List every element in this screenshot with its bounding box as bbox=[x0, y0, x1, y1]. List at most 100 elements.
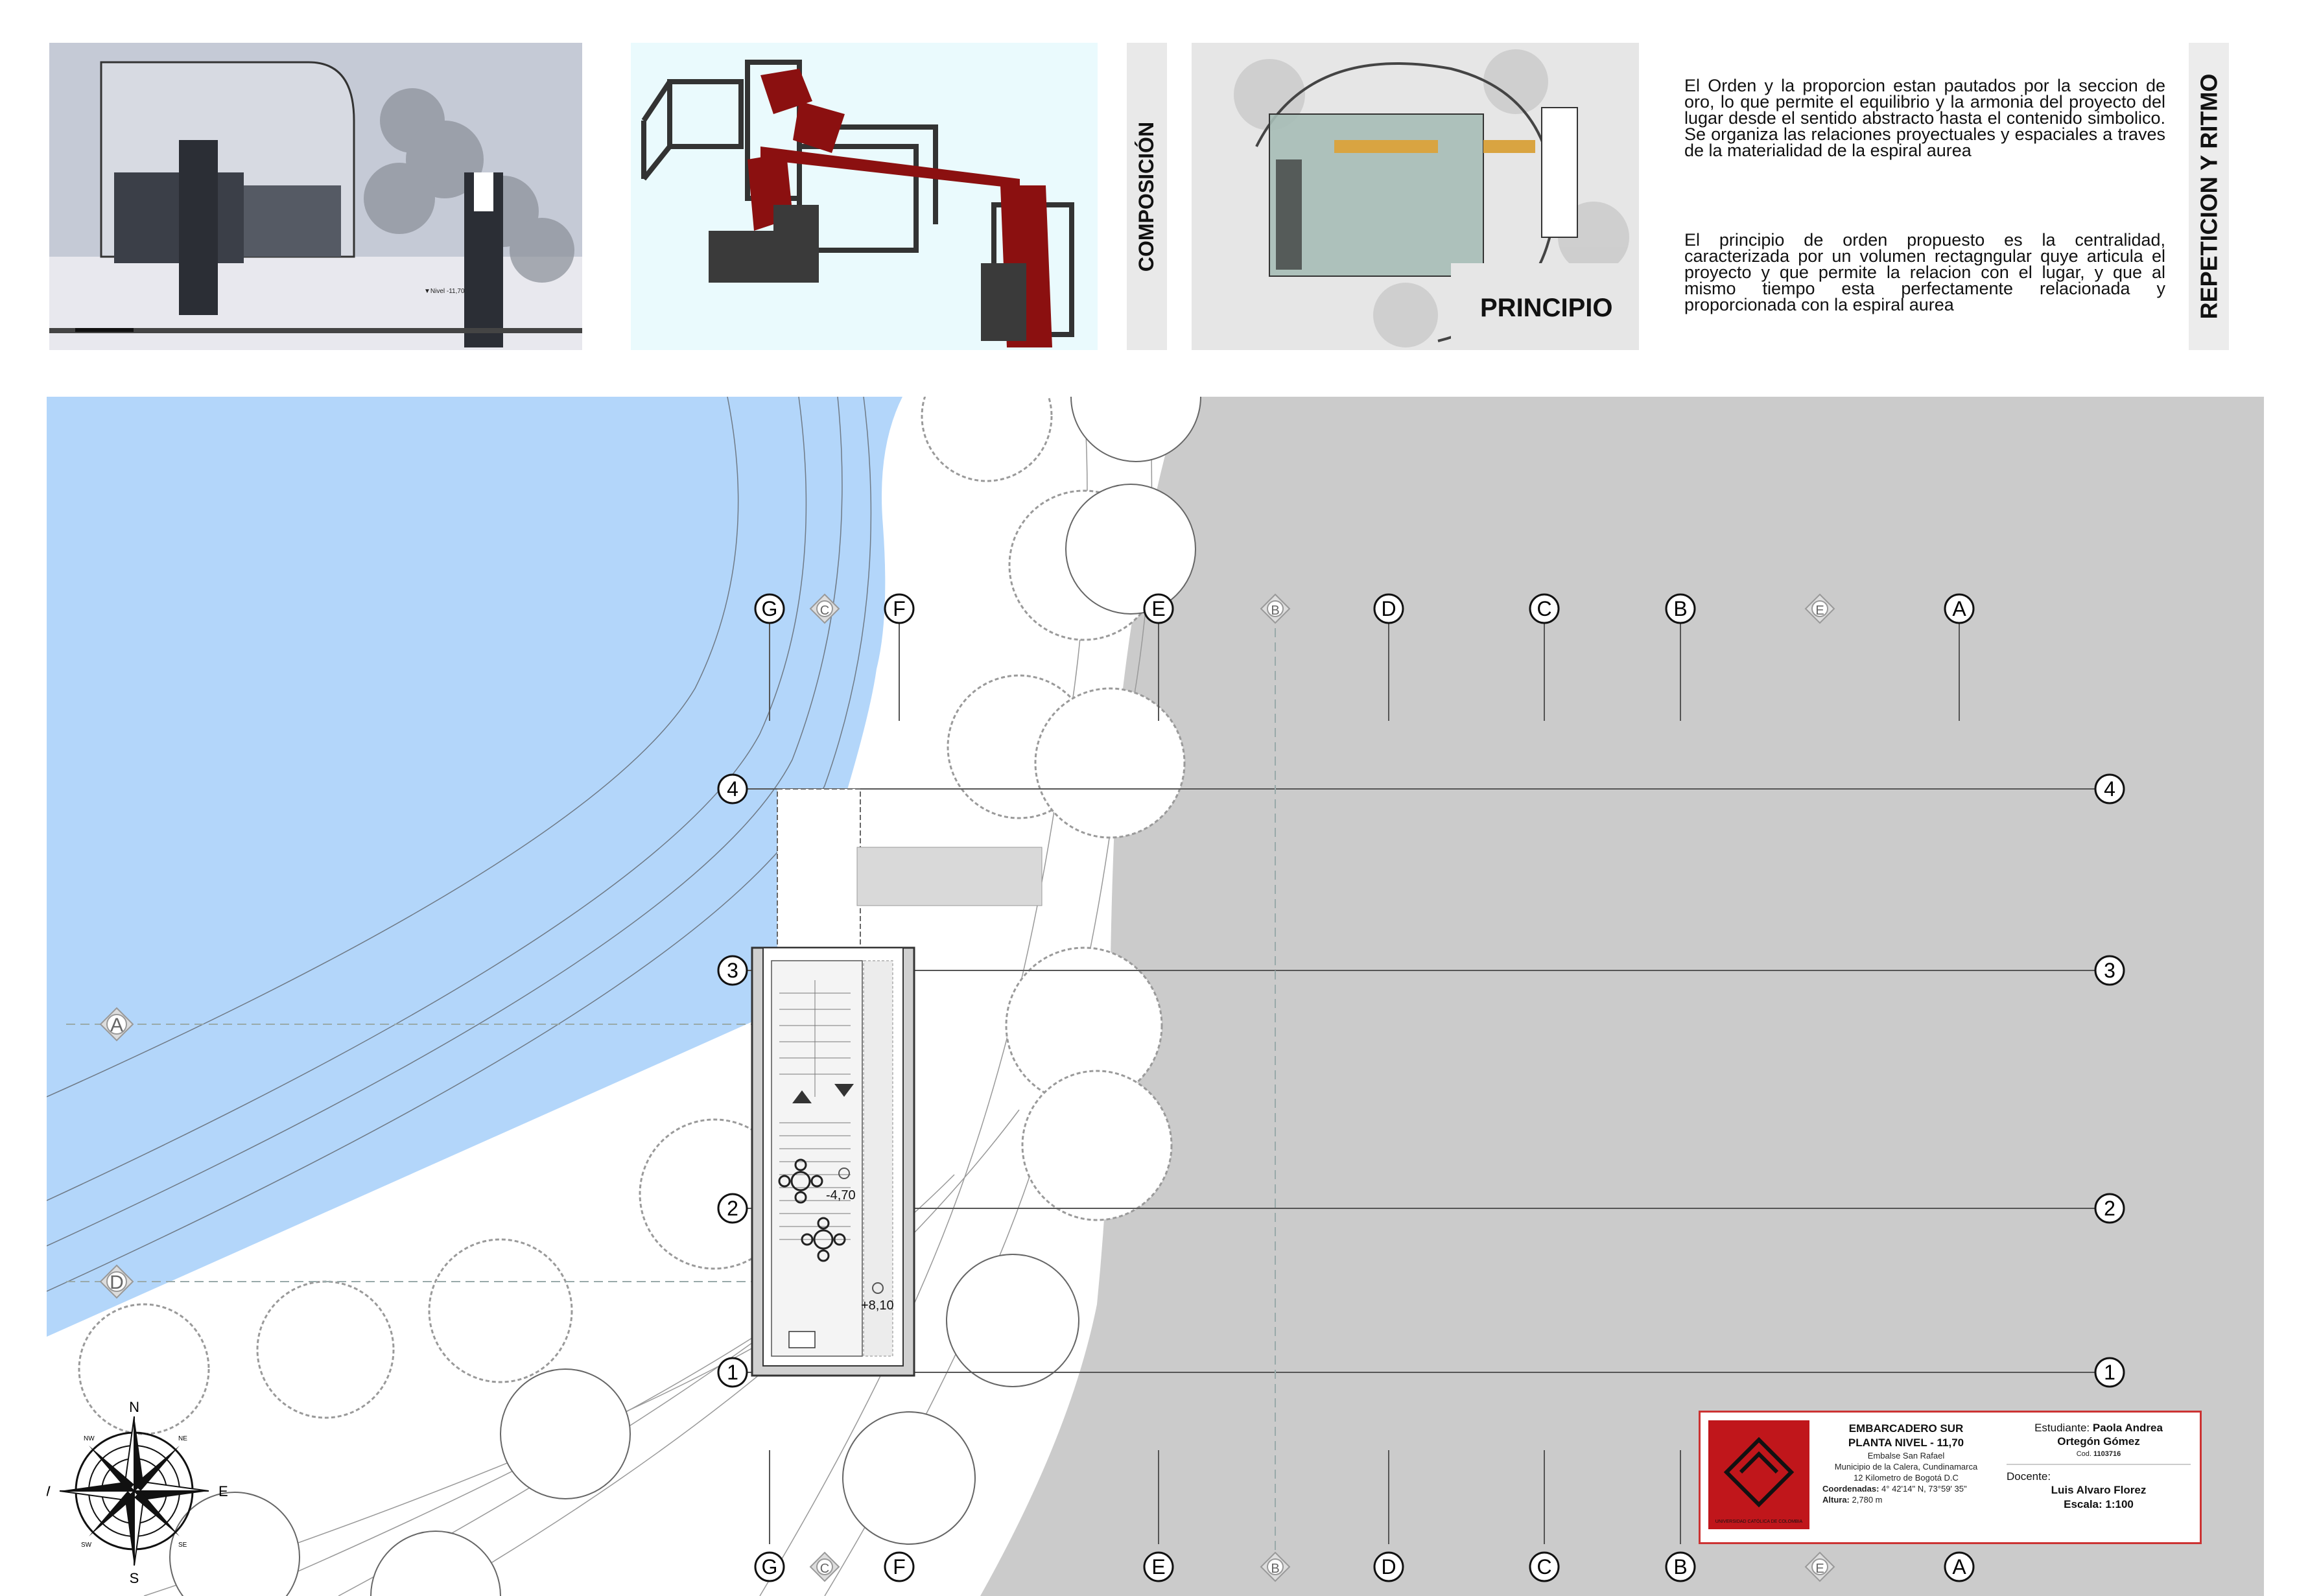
svg-text:3: 3 bbox=[2104, 959, 2115, 982]
terrain-area bbox=[980, 397, 2264, 1596]
svg-text:E: E bbox=[1815, 604, 1824, 618]
axonometric-image bbox=[631, 43, 1098, 350]
svg-text:UNIVERSIDAD CATÓLICA DE COLOMB: UNIVERSIDAD CATÓLICA DE COLOMBIA bbox=[1715, 1518, 1803, 1524]
column-marker-c-diamond-bottom: C bbox=[809, 1551, 840, 1582]
altitude-label: Altura: bbox=[1822, 1495, 1850, 1505]
svg-text:B: B bbox=[1271, 1562, 1279, 1576]
column-marker-c-top: C bbox=[1529, 593, 1560, 624]
svg-text:A: A bbox=[1952, 597, 1966, 620]
row-marker-4-right: 4 bbox=[2094, 773, 2125, 804]
column-marker-e-diamond-top: E bbox=[1804, 593, 1835, 624]
column-marker-c-bottom: C bbox=[1529, 1551, 1560, 1582]
scale: Escala: 1:100 bbox=[2064, 1498, 2134, 1510]
code-label: Cod. bbox=[2076, 1450, 2091, 1458]
svg-text:A: A bbox=[110, 1015, 123, 1036]
paragraph-golden-ratio: El Orden y la proporcion estan pautados … bbox=[1684, 76, 2165, 160]
principle-image: PRINCIPIO bbox=[1192, 43, 1639, 350]
student-code: Cod. 1103716 bbox=[2007, 1449, 2191, 1460]
column-markers-bottom: G C F E B D C B E A bbox=[754, 1551, 1975, 1582]
column-marker-g-bottom: G bbox=[754, 1551, 785, 1582]
student-name-2: Ortegón Gómez bbox=[2057, 1435, 2140, 1448]
column-marker-a-top: A bbox=[1944, 593, 1975, 624]
svg-text:3: 3 bbox=[727, 959, 738, 982]
svg-text:4: 4 bbox=[727, 777, 738, 801]
svg-text:B: B bbox=[1271, 604, 1279, 618]
svg-text:C: C bbox=[820, 1562, 829, 1576]
column-marker-f-bottom: F bbox=[884, 1551, 915, 1582]
svg-text:E: E bbox=[1151, 1555, 1165, 1578]
level-label-lower: -4,70 bbox=[826, 1188, 856, 1203]
university-logo-icon: UNIVERSIDAD CATÓLICA DE COLOMBIA bbox=[1715, 1437, 1803, 1524]
svg-text:A: A bbox=[1952, 1555, 1966, 1578]
svg-text:C: C bbox=[820, 604, 829, 618]
title-block: UNIVERSIDAD CATÓLICA DE COLOMBIA EMBARCA… bbox=[1699, 1411, 2202, 1544]
row-markers: 4 4 3 3 2 2 1 1 bbox=[717, 773, 2125, 1388]
svg-text:SW: SW bbox=[81, 1542, 92, 1549]
svg-text:E: E bbox=[218, 1483, 228, 1499]
svg-text:B: B bbox=[1673, 597, 1687, 620]
location-line-2: Municipio de la Calera, Cundinamarca bbox=[1834, 1462, 1978, 1472]
side-marker-d: D bbox=[99, 1264, 134, 1299]
column-marker-e-bottom: E bbox=[1143, 1551, 1174, 1582]
author-info: Estudiante: Paola Andrea Ortegón Gómez C… bbox=[2007, 1422, 2191, 1533]
svg-text:2: 2 bbox=[2104, 1197, 2115, 1220]
column-marker-d-bottom: D bbox=[1373, 1551, 1404, 1582]
principle-panel: PRINCIPIO bbox=[1192, 43, 1639, 350]
altitude-value: 2,780 m bbox=[1852, 1495, 1883, 1505]
svg-text:NW: NW bbox=[84, 1435, 95, 1442]
svg-text:G: G bbox=[762, 597, 778, 620]
svg-text:C: C bbox=[1537, 1555, 1551, 1578]
location-line-3: 12 Kilometro de Bogotá D.C bbox=[1854, 1473, 1959, 1483]
building-plan: -4,70 +8,10 bbox=[751, 946, 915, 1377]
row-grid-lines bbox=[747, 788, 2095, 1373]
teacher-label: Docente: bbox=[2007, 1464, 2191, 1483]
svg-text:D: D bbox=[1381, 597, 1396, 620]
university-logo: UNIVERSIDAD CATÓLICA DE COLOMBIA bbox=[1708, 1420, 1809, 1529]
svg-text:B: B bbox=[1673, 1555, 1687, 1578]
dashed-side-lines bbox=[66, 614, 1276, 1557]
svg-text:SE: SE bbox=[178, 1542, 187, 1549]
column-marker-b-diamond-top: B bbox=[1260, 593, 1291, 624]
level-label-upper: +8,10 bbox=[861, 1298, 894, 1313]
svg-text:N: N bbox=[129, 1399, 139, 1415]
paragraph-centrality: El principio de orden propuesto es la ce… bbox=[1684, 230, 2165, 314]
side-markers: A D bbox=[99, 1007, 134, 1299]
coordinates-value: 4° 42'14" N, 73°59' 35" bbox=[1881, 1484, 1967, 1494]
water-area bbox=[47, 397, 902, 1337]
svg-text:E: E bbox=[1151, 597, 1165, 620]
svg-text:D: D bbox=[110, 1272, 124, 1293]
student: Estudiante: Paola Andrea bbox=[2007, 1422, 2191, 1435]
section-render-panel: ▼Nivel -11,70 bbox=[49, 43, 582, 350]
column-marker-b-diamond-bottom: B bbox=[1260, 1551, 1291, 1582]
column-marker-b-bottom: B bbox=[1665, 1551, 1696, 1582]
svg-text:4: 4 bbox=[2104, 777, 2115, 801]
floor-plan: -4,70 +8,10 G C F E B D C B E A G C F E … bbox=[47, 397, 2264, 1596]
side-marker-a: A bbox=[99, 1007, 134, 1042]
section-render-image: ▼Nivel -11,70 bbox=[49, 43, 582, 350]
column-marker-e-diamond-bottom: E bbox=[1804, 1551, 1835, 1582]
side-title: REPETICION Y RITMO bbox=[2195, 73, 2222, 320]
compass-rose-icon: N S E W NW NE SW SE bbox=[47, 1399, 228, 1586]
composition-label-panel: COMPOSICIÓN bbox=[1127, 43, 1167, 350]
svg-text:W: W bbox=[47, 1483, 51, 1499]
composition-label: COMPOSICIÓN bbox=[1135, 121, 1159, 272]
svg-text:NE: NE bbox=[178, 1435, 187, 1442]
location-line-1: Embalse San Rafael bbox=[1867, 1451, 1945, 1461]
side-title-panel: REPETICION Y RITMO bbox=[2189, 43, 2229, 350]
svg-text:C: C bbox=[1537, 597, 1551, 620]
row-marker-1-right: 1 bbox=[2094, 1357, 2125, 1388]
svg-text:G: G bbox=[762, 1555, 778, 1578]
column-marker-c-diamond-top: C bbox=[809, 593, 840, 624]
row-marker-1-left: 1 bbox=[717, 1357, 748, 1388]
student-name-1: Paola Andrea bbox=[2092, 1422, 2163, 1434]
svg-text:S: S bbox=[130, 1570, 139, 1586]
student-label: Estudiante: bbox=[2034, 1422, 2090, 1434]
svg-text:2: 2 bbox=[727, 1197, 738, 1220]
row-marker-4-left: 4 bbox=[717, 773, 748, 804]
column-marker-e-top: E bbox=[1143, 593, 1174, 624]
axonometric-panel bbox=[631, 43, 1098, 350]
section-level-label: ▼Nivel -11,70 bbox=[424, 288, 465, 295]
project-name: EMBARCADERO SUR bbox=[1848, 1422, 1964, 1435]
altitude: Altura: 2,780 m bbox=[1816, 1494, 1996, 1505]
column-marker-b-top: B bbox=[1665, 593, 1696, 624]
